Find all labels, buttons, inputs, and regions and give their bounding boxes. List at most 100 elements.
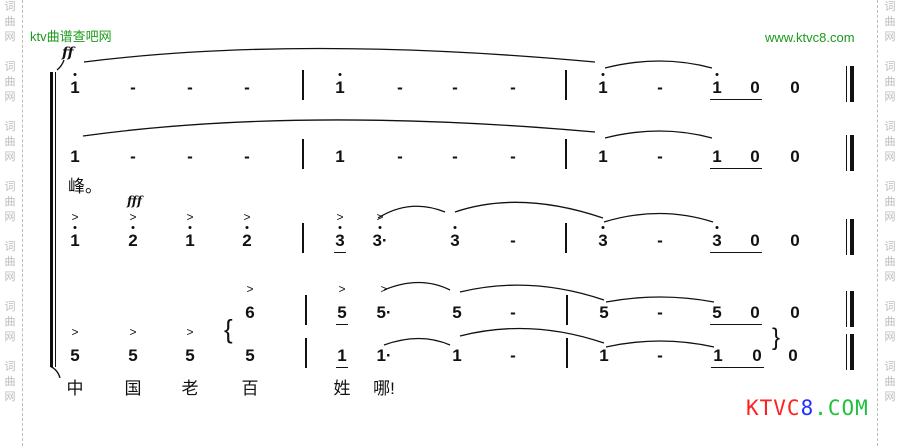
dash-note: - (180, 147, 200, 166)
note: 3> (330, 211, 350, 253)
site-name-left[interactable]: ktv曲谱查吧网 (30, 29, 112, 44)
watermark-char: 网 (4, 151, 16, 163)
note: 6> (240, 283, 260, 323)
watermark-char: 网 (884, 211, 896, 223)
watermark-char: 曲 (4, 196, 16, 208)
accent-mark: > (243, 210, 251, 224)
note: 1· (374, 346, 394, 365)
note-text: - (452, 147, 458, 166)
slur (83, 47, 596, 63)
note: 0 (785, 303, 805, 322)
watermark-char: 词 (4, 181, 16, 193)
note: 1 (593, 73, 613, 97)
ktvc8-logo[interactable]: KTVC8.COM (746, 396, 869, 420)
note-text: 1 (712, 147, 722, 166)
lyric-syllable: 国 (124, 379, 142, 398)
underline (336, 324, 348, 325)
slur (56, 59, 65, 71)
octave-dot (188, 226, 192, 229)
note-text: 1 (70, 78, 80, 97)
margin-line-right (877, 0, 878, 446)
note: 5 (594, 303, 614, 322)
logo-part: 8 (800, 396, 815, 420)
note-text: 0 (788, 346, 798, 365)
note: 0 (745, 303, 765, 322)
note-text: 3 (335, 231, 345, 250)
watermark-char: 曲 (4, 16, 16, 28)
dash-note: - (123, 78, 143, 97)
watermark-char: 曲 (884, 256, 896, 268)
note: 1> (65, 211, 85, 251)
note: 1 (707, 73, 727, 100)
note-text: 2 (242, 231, 252, 250)
note-text: 1 (335, 78, 345, 97)
note-text: 0 (750, 231, 760, 250)
note: 1 (332, 346, 352, 368)
dash-note: - (180, 78, 200, 97)
octave-dot (715, 226, 719, 229)
watermark-char: 词 (884, 241, 896, 253)
watermark-char: 词 (4, 361, 16, 373)
dash-note: - (123, 147, 143, 166)
watermark-char: 词 (4, 1, 16, 13)
watermark-char: 曲 (4, 256, 16, 268)
dash-note: - (237, 78, 257, 97)
note-text: 5· (376, 303, 392, 322)
dash-note: - (503, 231, 523, 250)
note-text: - (510, 346, 516, 365)
barline (305, 338, 307, 368)
octave-dot (601, 226, 605, 229)
note: 1 (65, 147, 85, 166)
note: 0 (785, 231, 805, 250)
dash-note: - (650, 147, 670, 166)
slur (603, 212, 714, 223)
note: 5·> (374, 283, 394, 323)
barline (566, 295, 568, 325)
final-barline (846, 291, 854, 327)
dash-note: - (445, 147, 465, 166)
barline (565, 70, 567, 100)
watermark-left: 词曲网词曲网词曲网词曲网词曲网词曲网词曲网 (0, 0, 20, 420)
watermark-char: 词 (884, 121, 896, 133)
octave-dot (338, 226, 342, 229)
watermark-char: 词 (4, 301, 16, 313)
octave-dot (378, 226, 382, 229)
note: 1 (708, 346, 728, 368)
site-url-right[interactable]: www.ktvc8.com (765, 30, 855, 45)
lyric-syllable: 哪! (373, 379, 395, 398)
watermark-char: 词 (4, 61, 16, 73)
dash-note: - (650, 346, 670, 365)
lyric-syllable: 姓 (333, 379, 351, 398)
final-barline (846, 135, 854, 171)
barline (302, 223, 304, 253)
watermark-char: 网 (4, 331, 16, 343)
octave-dot (338, 73, 342, 76)
watermark-char: 曲 (884, 196, 896, 208)
watermark-char: 曲 (4, 316, 16, 328)
note-text: - (510, 231, 516, 250)
note-text: 1 (598, 78, 608, 97)
octave-dot (245, 226, 249, 229)
slur (605, 340, 715, 348)
note: 5> (332, 283, 352, 325)
note-text: 1 (335, 147, 345, 166)
note-text: - (657, 231, 663, 250)
note-text: 1· (376, 346, 392, 365)
watermark-char: 词 (884, 181, 896, 193)
note: 2> (237, 211, 257, 251)
watermark-char: 网 (884, 391, 896, 403)
note: 3 (445, 226, 465, 250)
watermark-char: 网 (884, 31, 896, 43)
dynamic-ff: ff (62, 45, 74, 61)
note-text: - (244, 147, 250, 166)
slur (459, 327, 605, 344)
accent-mark: > (336, 210, 344, 224)
note-text: 0 (790, 231, 800, 250)
note: 3·> (370, 211, 390, 251)
note-text: 5 (599, 303, 609, 322)
watermark-char: 词 (884, 301, 896, 313)
watermark-char: 网 (884, 271, 896, 283)
watermark-char: 词 (4, 241, 16, 253)
